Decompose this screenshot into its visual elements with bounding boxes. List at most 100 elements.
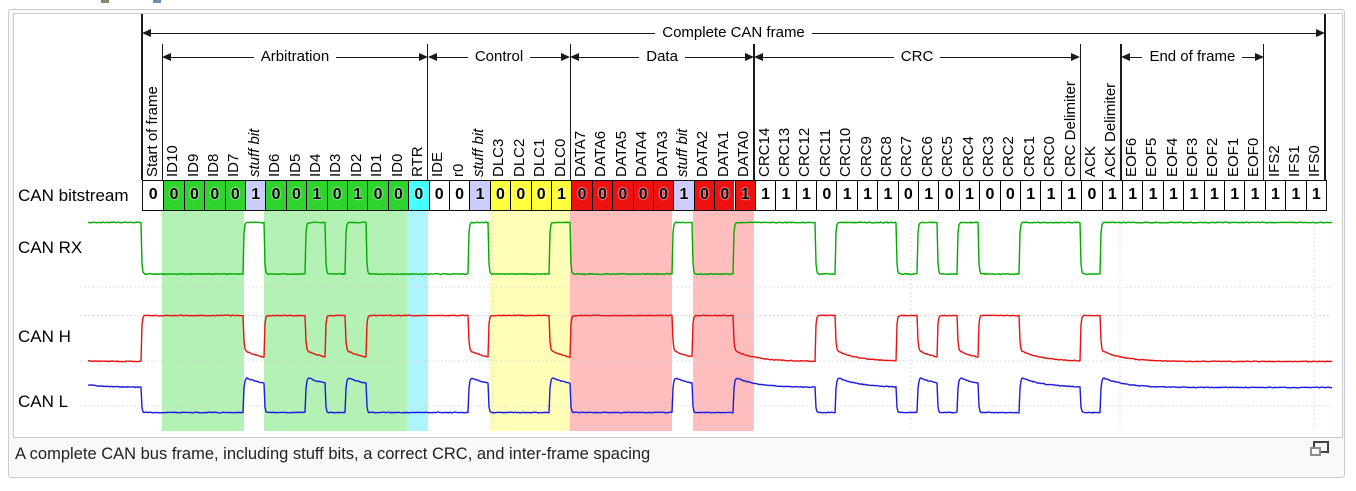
- bit-label: DATA7: [572, 130, 589, 177]
- bit-cell: 1: [1224, 181, 1245, 210]
- bit-cell: 0: [632, 181, 653, 210]
- bit-label: EOF3: [1183, 137, 1201, 177]
- bit-label: ID6: [266, 153, 284, 177]
- bit-cell: 1: [877, 181, 898, 210]
- arrow-left-head: [142, 29, 151, 37]
- bit-cell: 0: [489, 181, 511, 210]
- bit-label: CRC0: [1041, 136, 1059, 177]
- section-separator-line: [1120, 44, 1122, 180]
- bit-cell: 1: [550, 181, 572, 210]
- bit-cell: 1: [1183, 181, 1204, 210]
- section-separator-line: [1079, 44, 1081, 180]
- bit-cell: 0: [999, 181, 1021, 210]
- arrow-line: [171, 56, 254, 58]
- section-arrow-control: Control: [427, 48, 571, 65]
- bit-cell: 1: [1305, 181, 1326, 210]
- bit-cell: 1: [836, 181, 857, 210]
- arrow-line: [151, 32, 656, 34]
- bit-cell: 0: [612, 181, 633, 210]
- bit-label: ID2: [347, 153, 365, 177]
- bit-label: ACK Delimiter: [1102, 82, 1120, 177]
- bit-label: DLC3: [490, 138, 508, 177]
- bit-cell: 0: [1081, 181, 1102, 210]
- bit-cell: 1: [1244, 181, 1265, 210]
- bit-label: DLC1: [531, 138, 549, 177]
- bit-cell: 1: [346, 181, 368, 210]
- bit-cell: 1: [1101, 181, 1123, 210]
- bit-label: CRC9: [857, 136, 875, 177]
- clipped-text-fragment: [153, 0, 161, 3]
- arrow-left-head: [162, 53, 172, 61]
- bit-cell: 1: [1162, 181, 1184, 210]
- arrow-line: [1130, 56, 1143, 58]
- bit-label: EOF4: [1163, 137, 1181, 177]
- bit-cell: 1: [306, 181, 327, 210]
- bit-label: RTR: [408, 146, 426, 177]
- bit-label: DATA4: [633, 130, 651, 177]
- bit-label: EOF6: [1122, 137, 1140, 177]
- bit-cell: 0: [163, 181, 184, 210]
- bit-label: ID1: [368, 153, 386, 177]
- bit-cell: 0: [938, 181, 959, 210]
- magnify-icon[interactable]: [1310, 441, 1329, 456]
- bitstream-row-label: CAN bitstream: [18, 186, 129, 205]
- bit-cell: 0: [326, 181, 347, 210]
- bit-cell: 1: [734, 181, 755, 210]
- arrow-line: [336, 56, 419, 58]
- bit-label: Start of frame: [143, 86, 161, 177]
- section-label: End of frame: [1149, 48, 1236, 65]
- bit-label: CRC13: [776, 127, 793, 177]
- bit-label: DATA1: [714, 130, 732, 177]
- section-separator-line: [427, 44, 429, 180]
- bit-label: ID7: [225, 153, 243, 177]
- bit-cell: 0: [714, 181, 735, 210]
- arrow-line: [940, 56, 1072, 58]
- arrow-line: [1242, 56, 1255, 58]
- bit-label: IFS0: [1306, 145, 1324, 177]
- bit-cell: 0: [591, 181, 613, 210]
- bit-cell: 0: [183, 181, 205, 210]
- bit-label: DATA3: [653, 130, 671, 177]
- section-separator-line: [1324, 14, 1326, 211]
- bit-label: CRC2: [1000, 136, 1018, 177]
- can-h-trace: [87, 314, 1333, 363]
- arrow-right-head: [418, 53, 428, 61]
- section-band: [407, 211, 428, 431]
- bit-label: CRC5: [939, 136, 957, 177]
- bit-cell: 1: [795, 181, 817, 210]
- bit-label: IDE: [429, 151, 447, 177]
- section-arrow-crc: CRC: [753, 49, 1081, 64]
- bit-cell: 0: [367, 181, 388, 210]
- bit-cell: 0: [428, 181, 449, 210]
- bit-label: EOF1: [1224, 137, 1242, 177]
- bit-cell: 0: [408, 181, 429, 210]
- arrow-line: [579, 56, 640, 58]
- bit-label: EOF0: [1245, 137, 1263, 177]
- arrow-right-head: [1316, 29, 1326, 37]
- arrow-line: [684, 56, 745, 58]
- bit-cell: 1: [958, 181, 980, 210]
- section-label: Control: [474, 48, 524, 65]
- bit-cell: 0: [530, 181, 551, 210]
- bit-cell: 1: [1142, 181, 1163, 210]
- bit-cell: 0: [387, 181, 409, 210]
- section-band: [488, 211, 571, 431]
- can-rx-trace: [87, 221, 1333, 276]
- bit-cell: 0: [816, 181, 837, 210]
- section-label: Complete CAN frame: [662, 24, 805, 41]
- bit-label: stuff bit: [245, 128, 263, 177]
- bit-cell: 1: [1203, 181, 1224, 210]
- arrow-right-head: [1254, 53, 1264, 61]
- bit-label: DLC2: [510, 138, 528, 177]
- bit-label: ID4: [306, 153, 324, 177]
- bit-label: DATA6: [592, 130, 610, 177]
- arrow-right-head: [561, 53, 571, 61]
- section-arrow-end_of_frame: End of frame: [1121, 48, 1264, 65]
- bit-label: EOF2: [1204, 137, 1222, 177]
- arrow-left-head: [570, 53, 580, 61]
- bit-cell: 1: [856, 181, 878, 210]
- bit-cell: 0: [897, 181, 919, 210]
- bit-label: DATA2: [694, 130, 712, 177]
